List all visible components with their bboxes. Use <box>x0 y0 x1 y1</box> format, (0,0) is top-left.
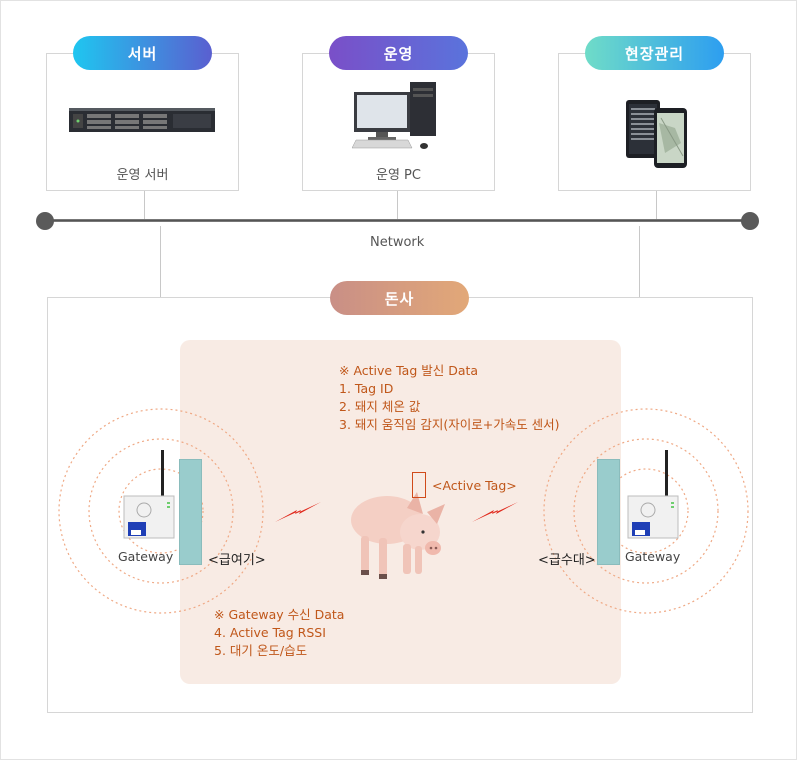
left-gateway-label: Gateway <box>118 549 174 564</box>
farm-pill: 돈사 <box>330 281 469 315</box>
gateway-data-note: ※ Gateway 수신 Data 4. Active Tag RSSI 5. … <box>214 606 344 660</box>
wireless-signal-icon <box>472 502 518 522</box>
tag-note-title: ※ Active Tag 발신 Data <box>339 363 479 378</box>
rack-server-icon <box>69 108 215 132</box>
left-feeder <box>179 459 202 565</box>
gateway-note-title: ※ Gateway 수신 Data <box>214 607 345 622</box>
network-line <box>46 219 751 222</box>
left-feeder-label: <급여기> <box>208 553 266 568</box>
active-tag-marker <box>412 472 426 498</box>
gateway-note-item: 4. Active Tag RSSI <box>214 625 326 640</box>
tag-note-item: 1. Tag ID <box>339 381 394 396</box>
server-pill: 서버 <box>73 36 212 70</box>
tag-data-note: ※ Active Tag 발신 Data 1. Tag ID 2. 돼지 체온 … <box>339 362 560 434</box>
desktop-pc-icon <box>352 82 436 149</box>
field-connector <box>656 191 657 221</box>
operation-connector <box>397 191 398 221</box>
tag-note-item: 2. 돼지 체온 값 <box>339 399 421 414</box>
field-pill: 현장관리 <box>585 36 724 70</box>
server-connector <box>144 191 145 221</box>
gateway-note-item: 5. 대기 온도/습도 <box>214 643 308 658</box>
active-tag-label: <Active Tag> <box>432 478 517 493</box>
pig-image <box>351 492 445 579</box>
network-left-node <box>36 212 54 230</box>
tag-note-item: 3. 돼지 움직임 감지(자이로+가속도 센서) <box>339 417 560 432</box>
server-caption: 운영 서버 <box>116 168 169 183</box>
right-feeder-label: <급수대> <box>538 553 596 568</box>
right-gateway-label: Gateway <box>625 549 681 564</box>
operation-caption: 운영 PC <box>376 168 421 183</box>
mobile-devices-icon <box>626 100 687 168</box>
left-range-circles <box>58 408 264 614</box>
network-label: Network <box>370 235 425 250</box>
wireless-signal-icon <box>275 502 321 522</box>
network-right-node <box>741 212 759 230</box>
gateway-device-icon <box>627 450 679 539</box>
operation-pill: 운영 <box>329 36 468 70</box>
gateway-device-icon <box>123 450 175 539</box>
right-feeder <box>597 459 620 565</box>
